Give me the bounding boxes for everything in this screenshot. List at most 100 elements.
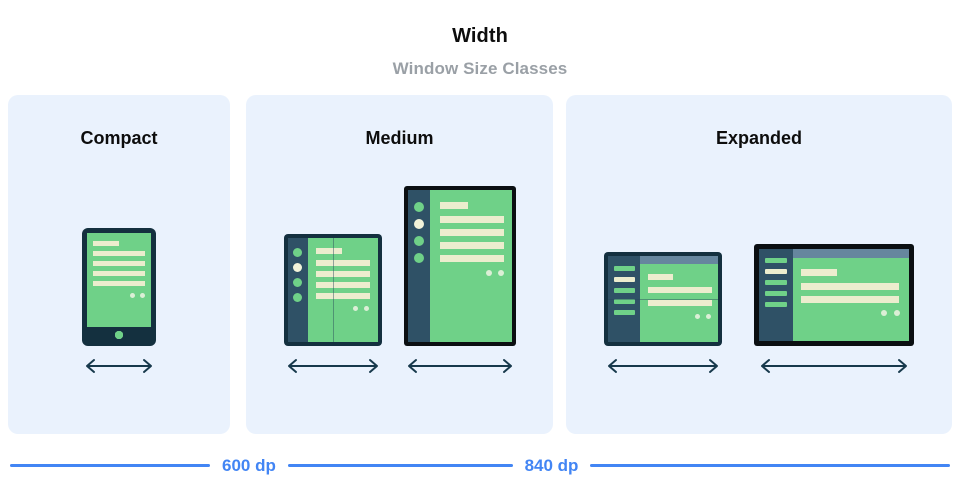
- phone-bottom-nav-bar: [87, 327, 151, 342]
- content-dot: [706, 314, 711, 319]
- content-line: [315, 260, 370, 266]
- foldable-landscape-screen: [608, 256, 718, 342]
- panel-title-medium: Medium: [365, 128, 434, 148]
- size-class-panels: Compact: [0, 95, 960, 434]
- content-dot: [140, 293, 145, 298]
- tablet-portrait-screen: [407, 190, 512, 342]
- rail-dot: [292, 248, 302, 257]
- tablet-landscape-screen: [759, 249, 909, 341]
- width-arrow-foldable-landscape: [605, 358, 721, 374]
- content-dot: [881, 310, 887, 316]
- content-line: [648, 287, 712, 293]
- device-group-expanded: [566, 184, 952, 434]
- drawer-item: [614, 288, 635, 293]
- content-dot: [497, 270, 504, 276]
- rail-dot: [413, 202, 424, 212]
- phone-screen: [87, 233, 151, 327]
- width-arrow-foldable-portrait: [285, 358, 381, 374]
- content-line: [801, 296, 899, 303]
- content-line: [93, 261, 145, 266]
- drawer-item-active: [614, 277, 635, 282]
- panel-compact: Compact: [8, 95, 230, 434]
- drawer-item: [765, 291, 787, 296]
- drawer-item: [765, 280, 787, 285]
- width-arrow-compact: [83, 358, 155, 374]
- content-dot: [695, 314, 700, 319]
- content-line-short: [93, 241, 119, 246]
- device-tablet-portrait: [403, 186, 516, 434]
- navigation-rail: [407, 190, 430, 342]
- app-bar: [640, 256, 718, 264]
- content-dot: [363, 306, 369, 311]
- width-arrow-tablet-landscape: [758, 358, 910, 374]
- content-line-short: [801, 269, 837, 276]
- double-headed-horizontal-arrow-icon: [608, 359, 718, 373]
- navigation-drawer: [608, 256, 640, 342]
- device-foldable-landscape: [604, 252, 722, 434]
- rail-dot: [292, 293, 302, 302]
- rail-dot: [413, 253, 424, 263]
- tablet-portrait-frame: [403, 186, 516, 346]
- device-foldable-portrait: [283, 234, 382, 434]
- fold-crease: [608, 299, 718, 300]
- content-line: [93, 281, 145, 286]
- breakpoint-label-840: 840 dp: [524, 455, 579, 475]
- page-header: Width Window Size Classes: [0, 0, 960, 95]
- nav-dot: [115, 330, 123, 339]
- scale-rule-segment: [287, 463, 513, 467]
- content-line: [439, 255, 504, 262]
- content-line: [801, 283, 899, 290]
- drawer-item: [765, 258, 787, 263]
- scale-rule-segment: [10, 463, 210, 467]
- page-title: Width: [452, 25, 508, 47]
- device-group-compact: [8, 184, 230, 434]
- rail-dot: [413, 236, 424, 246]
- rail-dot-active: [292, 263, 302, 272]
- content-dot: [130, 293, 135, 298]
- content-line: [439, 242, 504, 249]
- double-headed-horizontal-arrow-icon: [761, 359, 907, 373]
- content-line: [439, 229, 504, 236]
- foldable-landscape-frame: [604, 252, 722, 346]
- phone-frame: [82, 228, 156, 346]
- tablet-landscape-frame: [754, 244, 914, 346]
- breakpoint-label-600: 600 dp: [222, 455, 276, 475]
- app-bar: [793, 249, 909, 258]
- drawer-item-active: [765, 269, 787, 274]
- content-line: [439, 216, 504, 223]
- content-dot: [485, 270, 492, 276]
- content-line: [93, 271, 145, 276]
- drawer-item: [614, 299, 635, 304]
- navigation-rail: [287, 238, 308, 342]
- content-dot: [894, 310, 900, 316]
- drawer-item: [614, 266, 635, 271]
- page-subtitle: Window Size Classes: [392, 59, 568, 78]
- device-tablet-landscape: [754, 244, 914, 434]
- content-line: [93, 251, 145, 256]
- content-line-short: [648, 274, 673, 280]
- content-dot: [352, 306, 358, 311]
- device-phone-portrait: [82, 228, 156, 434]
- content-line-short: [315, 248, 342, 254]
- panel-title-expanded: Expanded: [715, 128, 803, 148]
- double-headed-horizontal-arrow-icon: [86, 359, 152, 373]
- content-line-short: [439, 202, 468, 209]
- width-arrow-tablet-portrait: [405, 358, 515, 374]
- drawer-item: [765, 302, 787, 307]
- rail-dot: [292, 278, 302, 287]
- content-line: [315, 271, 370, 277]
- foldable-portrait-frame: [283, 234, 382, 346]
- device-group-medium: [246, 184, 553, 434]
- navigation-drawer: [759, 249, 793, 341]
- rail-dot-active: [413, 219, 424, 229]
- panel-expanded: Expanded: [566, 95, 952, 434]
- content-line: [648, 300, 712, 306]
- foldable-portrait-screen: [287, 238, 378, 342]
- content-line: [315, 293, 370, 299]
- scale-rule-segment: [590, 463, 950, 467]
- double-headed-horizontal-arrow-icon: [407, 359, 512, 373]
- drawer-item: [614, 310, 635, 315]
- fold-crease: [332, 238, 334, 342]
- panel-title-compact: Compact: [80, 128, 158, 148]
- content-line: [315, 282, 370, 288]
